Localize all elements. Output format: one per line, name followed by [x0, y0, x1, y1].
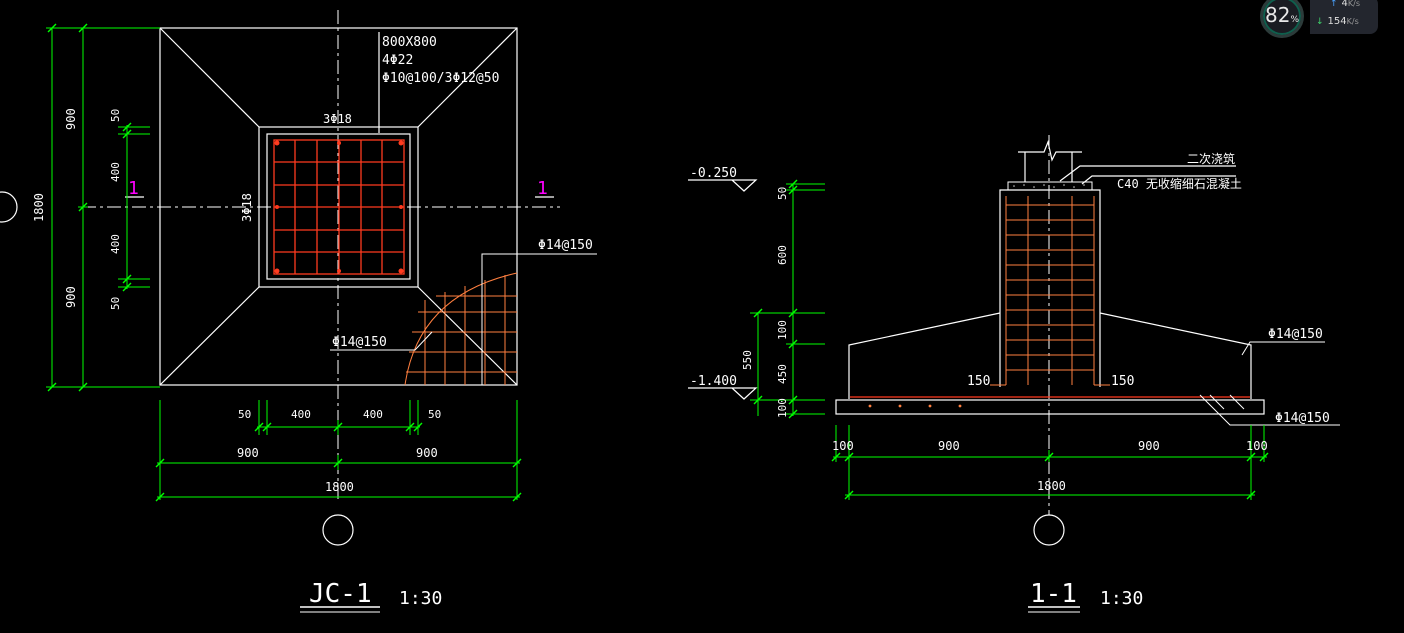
plan-title: JC-1: [309, 579, 372, 609]
download-unit: K/s: [1346, 17, 1359, 26]
section-view: [835, 139, 1265, 415]
plan-vdim-inner-1: 50: [109, 109, 122, 122]
cpu-gauge: 82%: [1260, 0, 1304, 38]
plan-hdim-1: 50: [238, 408, 251, 421]
plan-hdim-half-right: 900: [416, 446, 438, 460]
section-mesh-right-label: Φ14@150: [1268, 327, 1323, 342]
column-size-label: 800X800: [382, 35, 437, 50]
plan-dimensions: [46, 27, 520, 500]
plan-vdim-total: 1800: [32, 193, 46, 222]
section-hdim-3: 900: [1138, 439, 1160, 453]
plan-vdim-inner-3: 400: [109, 234, 122, 254]
plan-vdim-bottom: 900: [64, 286, 78, 308]
left-side-bars-label: 3Φ18: [240, 193, 254, 222]
system-monitor-widget[interactable]: 82% ↑4K/s ↓154K/s: [1258, 0, 1378, 40]
section-vdim-2: 600: [776, 245, 789, 265]
plan-mesh-right-label: Φ14@150: [538, 238, 593, 253]
plan-axis-bubble-bottom: [322, 514, 354, 546]
section-hdim-total: 1800: [1037, 479, 1066, 493]
plan-vdim-inner-2: 400: [109, 162, 122, 182]
section-mark-left: 1: [128, 178, 139, 199]
cpu-percent: 82: [1264, 3, 1291, 27]
grout-note: 二次浇筑: [1187, 151, 1235, 166]
section-hdim-2: 900: [938, 439, 960, 453]
section-axis-bubble: [1033, 514, 1065, 546]
pedestal-left-dim: 150: [967, 374, 990, 389]
section-base-rebar-dots: [868, 404, 962, 408]
plan-hdim-4: 50: [428, 408, 441, 421]
plan-hdim-3: 400: [363, 408, 383, 421]
plan-hdim-half-left: 900: [237, 446, 259, 460]
section-hdim-1: 100: [832, 439, 854, 453]
cpu-percent-unit: %: [1290, 15, 1299, 25]
network-speeds: ↑4K/s ↓154K/s: [1310, 0, 1378, 34]
plan-leaders: [330, 253, 597, 385]
column-corner-bars: [274, 140, 404, 274]
section-vdim-4: 450: [776, 364, 789, 384]
section-mesh-bottom-label: Φ14@150: [1275, 411, 1330, 426]
section-mark-right: 1: [537, 178, 548, 199]
section-dimensions: [750, 183, 1267, 500]
section-pedestal-rebar: [990, 196, 1110, 386]
plan-mesh-quarter: [404, 272, 518, 386]
elev-top-label: -0.250: [690, 166, 737, 181]
section-leaders: [1199, 341, 1340, 426]
stirrups-label: Φ10@100/3Φ12@50: [382, 71, 499, 86]
upload-speed: 4: [1341, 0, 1348, 9]
elev-bottom-label: -1.400: [690, 374, 737, 389]
download-speed: 154: [1327, 16, 1347, 27]
top-side-bars-label: 3Φ18: [323, 112, 352, 126]
section-title: 1-1: [1030, 579, 1077, 609]
section-vdim-1: 50: [776, 187, 789, 200]
plan-vdim-inner-4: 50: [109, 297, 122, 310]
plan-axis-bubble-left: [0, 191, 18, 223]
plan-hdim-total: 1800: [325, 480, 354, 494]
concrete-note: C40 无收缩细石混凝土: [1117, 176, 1242, 191]
section-scale: 1:30: [1100, 588, 1143, 609]
section-vdim-3: 100: [776, 320, 789, 340]
column-rebar-cage: [273, 139, 405, 275]
plan-mesh-lower-label: Φ14@150: [332, 335, 387, 350]
pedestal-right-dim: 150: [1111, 374, 1134, 389]
upload-arrow-icon: ↑: [1330, 0, 1338, 9]
plan-dim-ticks: [47, 23, 522, 502]
section-vdim-5: 100: [776, 398, 789, 418]
download-arrow-icon: ↓: [1316, 17, 1324, 27]
grout-hatch: [1013, 184, 1085, 188]
section-hdim-4: 100: [1246, 439, 1268, 453]
plan-vdim-top: 900: [64, 108, 78, 130]
plan-hdim-2: 400: [291, 408, 311, 421]
upload-unit: K/s: [1347, 0, 1361, 8]
elevation-markers: [688, 179, 758, 400]
section-vdim-550: 550: [741, 350, 754, 370]
long-bars-label: 4Φ22: [382, 53, 413, 68]
section-dim-ticks: [753, 179, 1269, 500]
plan-scale: 1:30: [399, 588, 442, 609]
